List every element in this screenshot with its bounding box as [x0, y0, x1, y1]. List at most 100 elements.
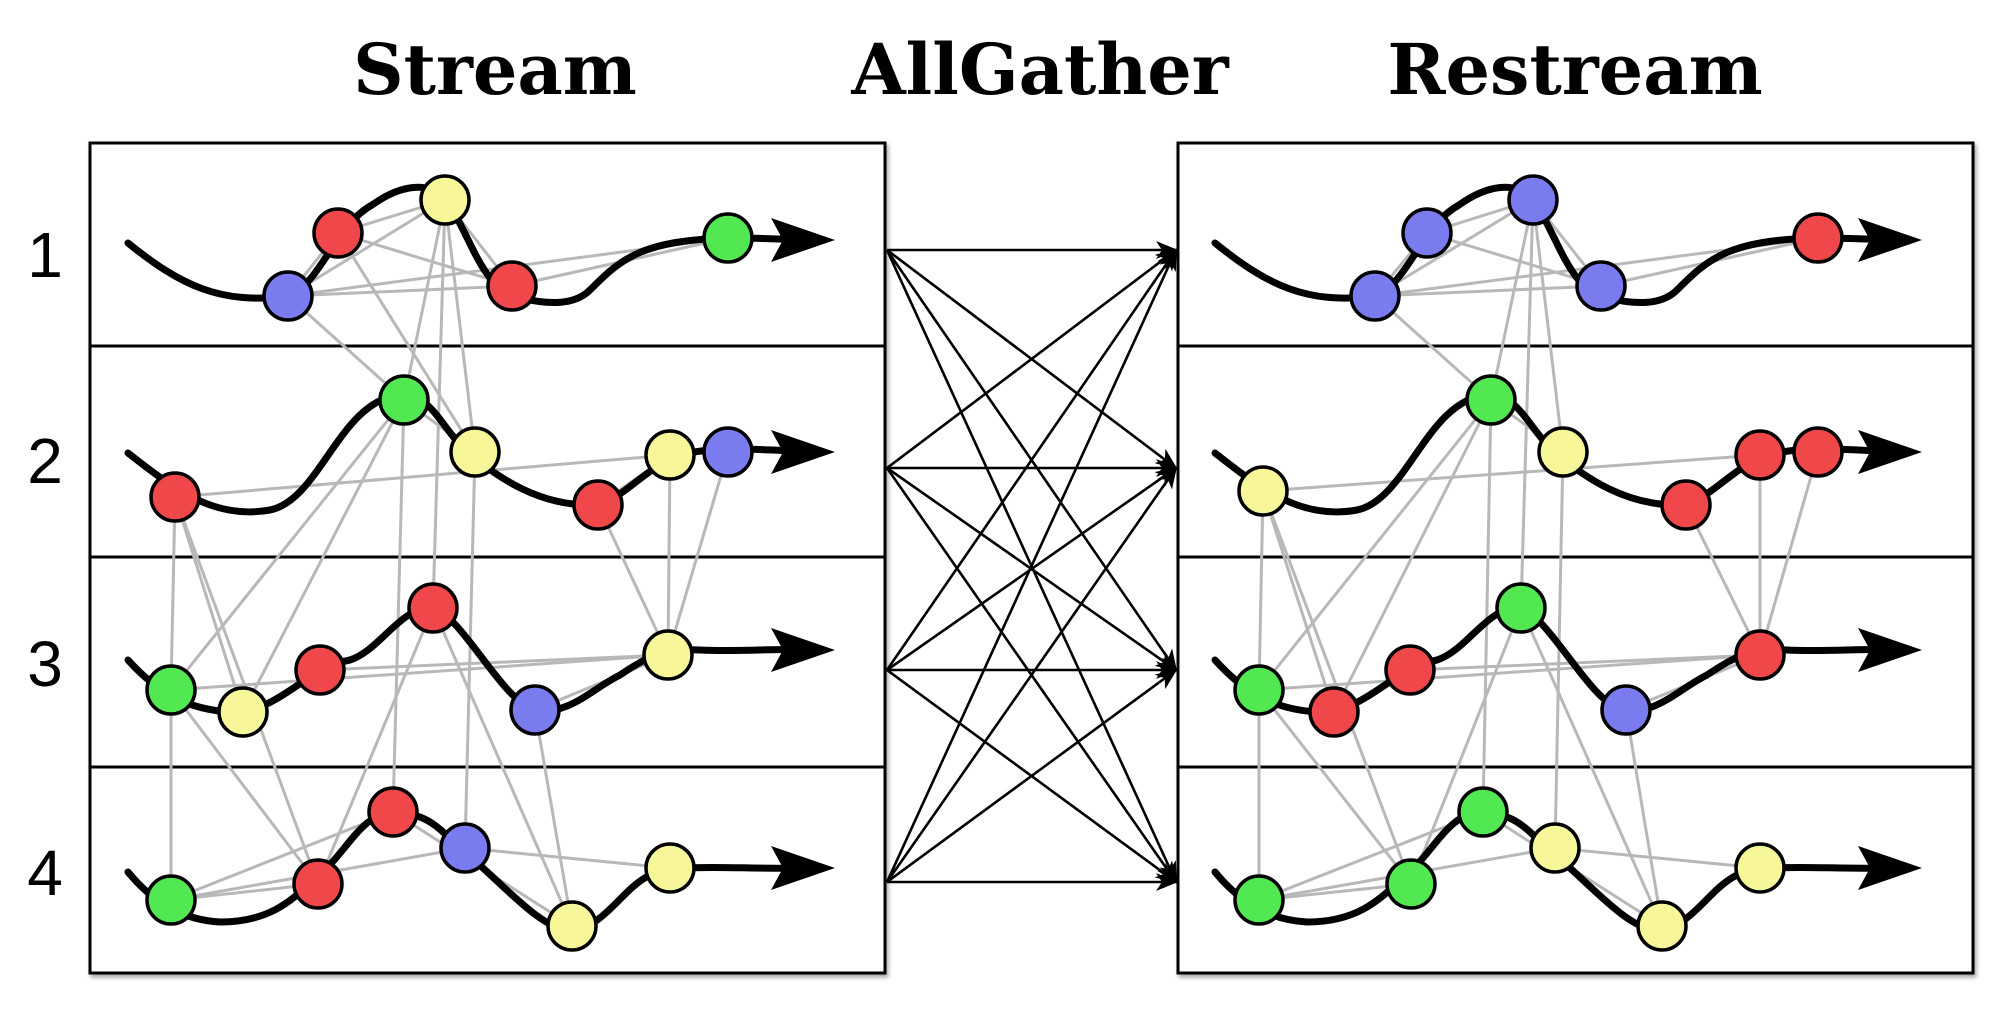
stream-nodes	[145, 174, 754, 952]
stream-edge	[319, 653, 669, 672]
stream-edge	[174, 453, 671, 499]
allgather-arrow-4-3	[886, 668, 1178, 884]
stream-edge	[287, 198, 446, 298]
stream-edge	[463, 451, 477, 849]
restream-node-red	[1792, 426, 1844, 478]
stream-edge	[286, 294, 406, 402]
restream-node-yellow	[1636, 900, 1688, 952]
stream-edge	[336, 232, 477, 453]
stream-node-yellow	[419, 174, 471, 226]
restream-node-blue	[1401, 207, 1453, 259]
allgather-arrow-4-1	[885, 248, 1178, 883]
restream-edge	[1374, 284, 1602, 298]
restream-arrowhead-1	[1858, 218, 1922, 262]
restream-node-yellow	[1537, 426, 1589, 478]
stream-node-green	[702, 212, 754, 264]
restream-edge	[1489, 199, 1535, 401]
row-label-2: 2	[27, 425, 63, 497]
restream-edge	[1262, 453, 1761, 493]
stream-edge	[337, 231, 513, 288]
restream-node-red	[1734, 429, 1786, 481]
stream-node-blue	[439, 822, 491, 874]
stream-edge	[443, 199, 477, 453]
restream-node-red	[1308, 686, 1360, 738]
stream-node-green	[145, 874, 197, 926]
restream-edge	[1426, 231, 1602, 288]
restream-edge	[1554, 846, 1761, 870]
restream-edge	[1481, 399, 1493, 813]
restream-edge	[1373, 294, 1493, 402]
stream-node-red	[572, 479, 624, 531]
restream-edge	[1519, 199, 1535, 609]
stream-edge	[596, 504, 670, 656]
stream-node-yellow	[546, 900, 598, 952]
stream-edge	[402, 199, 447, 401]
stream-node-blue	[509, 684, 561, 736]
stream-node-red	[367, 786, 419, 838]
restream-arrowhead-4	[1858, 846, 1922, 890]
stream-node-red	[312, 207, 364, 259]
restream-node-blue	[1575, 260, 1627, 312]
restream-edge	[1409, 653, 1761, 672]
stream-edge	[431, 607, 574, 927]
stream-node-red	[294, 644, 346, 696]
restream-node-blue	[1507, 174, 1559, 226]
stream-node-red	[486, 260, 538, 312]
stream-arrowhead-2	[771, 430, 835, 474]
stream-edge	[241, 399, 406, 713]
restream-node-green	[1457, 786, 1509, 838]
row-label-1: 1	[27, 219, 63, 291]
restream-node-green	[1385, 858, 1437, 910]
stream-edge	[170, 810, 394, 902]
row-label-4: 4	[27, 837, 63, 909]
restream-node-red	[1384, 644, 1436, 696]
restream-node-red	[1734, 629, 1786, 681]
stream-arrowhead-4	[771, 846, 835, 890]
restream-node-green	[1233, 874, 1285, 926]
stream-node-yellow	[449, 426, 501, 478]
stream-node-blue	[262, 270, 314, 322]
restream-edge	[1531, 199, 1565, 453]
restream-node-blue	[1600, 684, 1652, 736]
stream-edge	[287, 284, 513, 298]
stream-node-red	[407, 582, 459, 634]
restream-node-yellow	[1734, 842, 1786, 894]
restream-node-blue	[1349, 270, 1401, 322]
allgather-arrow-4-2	[885, 466, 1178, 883]
restream-node-green	[1495, 582, 1547, 634]
allgather-arrow-3-1	[885, 248, 1178, 671]
stream-node-yellow	[644, 842, 696, 894]
restream-arrowhead-3	[1858, 628, 1922, 672]
restream-edge	[1374, 198, 1534, 298]
stream-edge	[173, 496, 245, 713]
row-label-3: 3	[27, 628, 63, 700]
restream-edge	[1519, 607, 1664, 927]
restream-node-red	[1660, 479, 1712, 531]
restream-edge	[1409, 607, 1523, 885]
stream-panel	[88, 141, 887, 975]
allgather-arrows	[885, 241, 1178, 891]
restream-edge	[1332, 399, 1493, 713]
heading-stream: Stream	[353, 28, 637, 111]
stream-edge	[316, 607, 435, 885]
stream-edges	[169, 198, 730, 928]
stream-edge	[666, 451, 730, 656]
stream-edge	[666, 454, 672, 656]
restream-edge	[1261, 490, 1336, 713]
stream-edge	[533, 709, 574, 927]
stream-node-green	[378, 374, 430, 426]
stream-arrowhead-1	[771, 218, 835, 262]
stream-edge	[169, 399, 406, 691]
restream-node-yellow	[1529, 822, 1581, 874]
stream-edge	[169, 496, 177, 691]
restream-nodes	[1233, 174, 1844, 952]
stream-node-red	[292, 858, 344, 910]
stream-node-green	[145, 664, 197, 716]
stream-arrowhead-3	[771, 628, 835, 672]
restream-node-red	[1792, 212, 1844, 264]
heading-allgather: AllGather	[851, 28, 1229, 111]
stream-edge	[431, 199, 447, 609]
stream-node-yellow	[644, 429, 696, 481]
stream-node-blue	[702, 426, 754, 478]
